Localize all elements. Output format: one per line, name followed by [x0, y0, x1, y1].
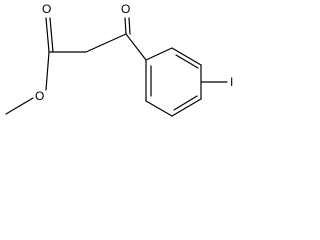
- ring-bond-5: [145, 100, 173, 117]
- bond-methyl-oxygen: [5, 97, 34, 115]
- molecule-structure-diagram: O O O I: [5, 2, 233, 117]
- bond-ketone-double-b: [128, 17, 131, 35]
- ketone-oxygen-label: O: [121, 2, 130, 16]
- ring-inner-double-2: [173, 95, 198, 111]
- ring-bond-4: [171, 98, 202, 117]
- ring-bond-1: [145, 47, 173, 61]
- bond-methylene-ketone-carbon: [85, 33, 127, 53]
- ring-bond-2: [171, 47, 202, 66]
- bond-ether-oxygen-ester-carbon: [45, 51, 50, 91]
- ester-ether-oxygen-label: O: [35, 89, 44, 103]
- bond-ketone-carbon-ring: [125, 33, 147, 61]
- iodine-label: I: [230, 75, 233, 89]
- bond-ketone-double-a: [124, 17, 127, 35]
- ring-inner-double-1: [175, 54, 199, 69]
- ester-carbonyl-oxygen-label: O: [42, 2, 51, 16]
- atom-labels: O O O I: [35, 2, 233, 103]
- bond-ester-carbonyl-double-b: [49, 17, 54, 53]
- bonds: [5, 17, 228, 117]
- bond-ester-carbonyl-double-a: [45, 17, 50, 53]
